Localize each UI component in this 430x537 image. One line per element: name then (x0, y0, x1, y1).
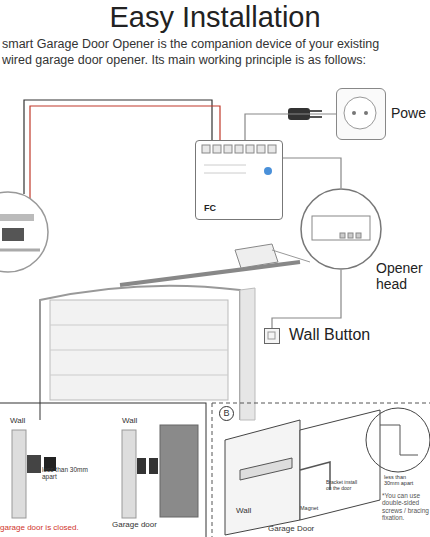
door-label: Garage Door (268, 524, 314, 533)
sensor-part (27, 455, 41, 473)
wire-connector (272, 270, 341, 328)
socket-hole (364, 111, 368, 115)
terminal (348, 233, 353, 238)
door-label: Garage door (112, 520, 157, 529)
bracket-detail (380, 425, 418, 455)
zoom-outline (301, 189, 381, 269)
panel-divider (212, 403, 430, 404)
socket-hole (352, 111, 356, 115)
sensor-rail (0, 249, 40, 252)
wall-label: Wall (122, 416, 137, 425)
terminal (224, 145, 232, 153)
intro-text: smart Garage Door Opener is the companio… (2, 37, 379, 51)
garage-side-wall (240, 288, 255, 420)
terminal (235, 145, 243, 153)
wall-section (122, 430, 136, 518)
door-section (160, 425, 198, 517)
title-text: Easy Installation (0, 0, 430, 34)
socket-ring (344, 97, 376, 129)
plug-pin (310, 116, 322, 118)
sensor-part (240, 458, 292, 480)
node-label: Opener head (376, 260, 430, 292)
wall-plane (225, 420, 300, 535)
black-wire (24, 100, 212, 194)
terminal (268, 145, 276, 153)
spec-line (204, 173, 246, 174)
zoom-circle (300, 188, 382, 270)
door-panel-line (50, 375, 228, 376)
power-plug (288, 108, 310, 120)
fixing-note: *You can use double-sided screws / braci… (382, 492, 430, 522)
terminal (356, 233, 361, 238)
node-label: Wall Button (289, 326, 370, 344)
panel-a-frame (0, 403, 206, 537)
garage-frame (40, 286, 240, 420)
terminal (246, 145, 254, 153)
indicator-light (264, 167, 272, 175)
terminal (340, 233, 345, 238)
gap-note: less than 30mm apart (42, 466, 88, 481)
sensor-zoom (0, 192, 48, 272)
opener-unit (235, 244, 278, 268)
terminal (257, 145, 265, 153)
sensor-rail (0, 214, 34, 221)
opener-box (312, 216, 370, 240)
door-sensor (2, 228, 24, 241)
controller-module: FC (195, 140, 283, 220)
power-socket: Powe (336, 88, 386, 140)
panel-divider (212, 403, 213, 537)
intro-text: wired garage door opener. Its main worki… (2, 53, 366, 67)
wall-label: Wall (10, 416, 25, 425)
opener-rail (120, 262, 300, 285)
opener-head-zoom: Opener head (300, 188, 382, 270)
wall-label: Wall (236, 506, 251, 515)
panel-letter: B (219, 406, 234, 421)
red-wire (30, 106, 220, 199)
detail-zoom (366, 408, 430, 472)
plug-pin (310, 110, 322, 112)
closed-note: garage door is closed. (0, 523, 79, 532)
bracket-note: Bracket install on the door (326, 480, 362, 492)
wall-section (12, 430, 26, 518)
button-key (268, 332, 275, 339)
node-label: Powe (391, 105, 426, 121)
terminal (213, 145, 221, 153)
terminal (202, 145, 210, 153)
door-panel-line (50, 325, 228, 326)
magnet-part (149, 458, 158, 474)
button-face (265, 329, 281, 345)
door-plane (300, 410, 380, 520)
bracket (300, 462, 330, 490)
garage-door (50, 300, 228, 400)
gap-note: less than 30mm apart (384, 474, 418, 487)
wall-button: Wall Button (264, 328, 280, 344)
socket-face (337, 89, 387, 141)
node-label: FC (204, 203, 216, 213)
wire-connector (283, 158, 341, 188)
door-panel-line (50, 350, 228, 351)
sensor-part (137, 458, 146, 474)
wire-connector (245, 114, 336, 140)
spec-line (204, 165, 246, 166)
zoom-leader (272, 250, 310, 262)
magnet-label: Magnet (300, 505, 318, 511)
